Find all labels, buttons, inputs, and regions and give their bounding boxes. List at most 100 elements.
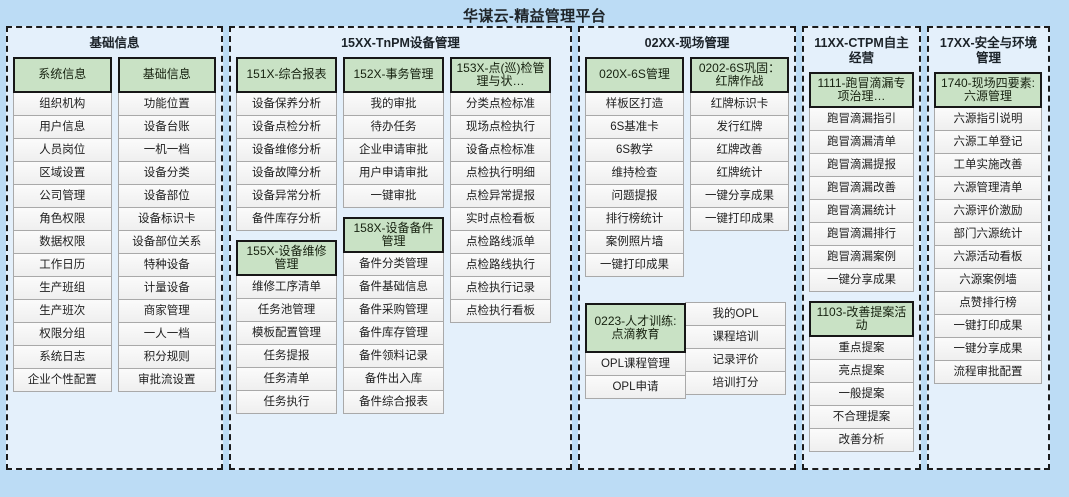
node-item[interactable]: 任务执行 (236, 390, 337, 414)
node-item[interactable]: 备件出入库 (343, 367, 444, 391)
node-item[interactable]: 设备部位 (117, 184, 216, 208)
node-item[interactable]: 跑冒滴漏改善 (809, 176, 914, 200)
node-item[interactable]: 设备分类 (117, 161, 216, 185)
node-item[interactable]: 课程培训 (685, 325, 786, 349)
node-item[interactable]: 六源管理清单 (934, 176, 1042, 200)
node-item[interactable]: 亮点提案 (809, 359, 914, 383)
node-item[interactable]: 企业申请审批 (343, 138, 444, 162)
node-item[interactable]: 跑冒滴漏排行 (809, 222, 914, 246)
group-header-158x-spare-parts[interactable]: 158X-设备备件管理 (343, 217, 444, 253)
node-item[interactable]: OPL申请 (585, 375, 686, 399)
node-item[interactable]: 点检路线派单 (450, 230, 551, 254)
node-item[interactable]: 一般提案 (809, 382, 914, 406)
node-item[interactable]: 红牌标识卡 (690, 92, 789, 116)
node-item[interactable]: 角色权限 (13, 207, 112, 231)
node-item[interactable]: 六源工单登记 (934, 130, 1042, 154)
node-item[interactable]: 备件综合报表 (343, 390, 444, 414)
node-item[interactable]: 一键打印成果 (934, 314, 1042, 338)
node-item[interactable]: 一键分享成果 (690, 184, 789, 208)
node-item[interactable]: 我的审批 (343, 92, 444, 116)
node-item[interactable]: 备件采购管理 (343, 298, 444, 322)
node-item[interactable]: 备件库存分析 (236, 207, 337, 231)
node-item[interactable]: 不合理提案 (809, 405, 914, 429)
node-item[interactable]: 公司管理 (13, 184, 112, 208)
node-item[interactable]: 一键分享成果 (934, 337, 1042, 361)
node-item[interactable]: 备件分类管理 (343, 252, 444, 276)
node-item[interactable]: 6S基准卡 (585, 115, 684, 139)
group-header-155x-maintenance[interactable]: 155X-设备维修管理 (236, 240, 337, 276)
node-item[interactable]: 设备点检标准 (450, 138, 551, 162)
node-item[interactable]: 跑冒滴漏提报 (809, 153, 914, 177)
node-item[interactable]: 一键打印成果 (690, 207, 789, 231)
group-header-1103-improvement[interactable]: 1103-改善提案活动 (809, 301, 914, 337)
node-item[interactable]: 区域设置 (13, 161, 112, 185)
node-item[interactable]: 点检路线执行 (450, 253, 551, 277)
node-item[interactable]: 维修工序清单 (236, 275, 337, 299)
node-item[interactable]: 案例照片墙 (585, 230, 684, 254)
node-item[interactable]: 一键分享成果 (809, 268, 914, 292)
node-item[interactable]: 系统日志 (13, 345, 112, 369)
node-item[interactable]: 设备异常分析 (236, 184, 337, 208)
node-item[interactable]: 生产班次 (13, 299, 112, 323)
node-item[interactable]: 重点提案 (809, 336, 914, 360)
node-item[interactable]: 数据权限 (13, 230, 112, 254)
node-item[interactable]: 点检执行明细 (450, 161, 551, 185)
node-item[interactable]: 一键打印成果 (585, 253, 684, 277)
node-item[interactable]: 企业个性配置 (13, 368, 112, 392)
node-item[interactable]: 组织机构 (13, 92, 112, 116)
node-item[interactable]: 红牌统计 (690, 161, 789, 185)
node-item[interactable]: 跑冒滴漏统计 (809, 199, 914, 223)
group-header-151x-reports[interactable]: 151X-综合报表 (236, 57, 337, 93)
node-item[interactable]: 点赞排行榜 (934, 291, 1042, 315)
node-item[interactable]: 用户信息 (13, 115, 112, 139)
node-item[interactable]: 审批流设置 (117, 368, 216, 392)
node-item[interactable]: 计量设备 (117, 276, 216, 300)
group-header-1111-leakage[interactable]: 1111-跑冒滴漏专项治理… (809, 72, 914, 108)
node-item[interactable]: 部门六源统计 (934, 222, 1042, 246)
node-item[interactable]: 记录评价 (685, 348, 786, 372)
node-item[interactable]: 待办任务 (343, 115, 444, 139)
group-header-1740-six-sources[interactable]: 1740-现场四要素:六源管理 (934, 72, 1042, 108)
node-item[interactable]: 设备台账 (117, 115, 216, 139)
node-item[interactable]: 问题提报 (585, 184, 684, 208)
node-item[interactable]: 跑冒滴漏案例 (809, 245, 914, 269)
node-item[interactable]: 用户申请审批 (343, 161, 444, 185)
node-item[interactable]: 工单实施改善 (934, 153, 1042, 177)
node-item[interactable]: 设备部位关系 (117, 230, 216, 254)
node-item[interactable]: 跑冒滴漏清单 (809, 130, 914, 154)
node-item[interactable]: 维持检查 (585, 161, 684, 185)
node-item[interactable]: 跑冒滴漏指引 (809, 107, 914, 131)
node-item[interactable]: 样板区打造 (585, 92, 684, 116)
node-item[interactable]: 6S教学 (585, 138, 684, 162)
node-item[interactable]: 设备维修分析 (236, 138, 337, 162)
node-item[interactable]: 特种设备 (117, 253, 216, 277)
node-item[interactable]: 设备标识卡 (117, 207, 216, 231)
node-item[interactable]: 培训打分 (685, 371, 786, 395)
node-item[interactable]: 任务池管理 (236, 298, 337, 322)
node-item[interactable]: 备件领料记录 (343, 344, 444, 368)
node-item[interactable]: 设备点检分析 (236, 115, 337, 139)
node-item[interactable]: 设备故障分析 (236, 161, 337, 185)
node-item[interactable]: 六源指引说明 (934, 107, 1042, 131)
group-header-0202-red-tag[interactable]: 0202-6S巩固：红牌作战 (690, 57, 789, 93)
node-item[interactable]: 权限分组 (13, 322, 112, 346)
group-header-basic-info[interactable]: 基础信息 (117, 57, 216, 93)
node-item[interactable]: 红牌改善 (690, 138, 789, 162)
node-item[interactable]: 任务提报 (236, 344, 337, 368)
node-item[interactable]: 现场点检执行 (450, 115, 551, 139)
node-item[interactable]: 一人一档 (117, 322, 216, 346)
node-item[interactable]: 改善分析 (809, 428, 914, 452)
node-item[interactable]: 六源活动看板 (934, 245, 1042, 269)
node-item[interactable]: 功能位置 (117, 92, 216, 116)
node-item[interactable]: OPL课程管理 (585, 352, 686, 376)
node-item[interactable]: 点检执行记录 (450, 276, 551, 300)
node-item[interactable]: 实时点检看板 (450, 207, 551, 231)
node-item[interactable]: 分类点检标准 (450, 92, 551, 116)
node-item[interactable]: 生产班组 (13, 276, 112, 300)
node-item[interactable]: 排行榜统计 (585, 207, 684, 231)
node-item[interactable]: 积分规则 (117, 345, 216, 369)
group-header-153x-inspection[interactable]: 153X-点(巡)检管理与状… (450, 57, 551, 93)
node-item[interactable]: 任务清单 (236, 367, 337, 391)
group-header-0223-opl[interactable]: 0223-人才训练:点滴教育 (585, 303, 686, 353)
node-item[interactable]: 一键审批 (343, 184, 444, 208)
